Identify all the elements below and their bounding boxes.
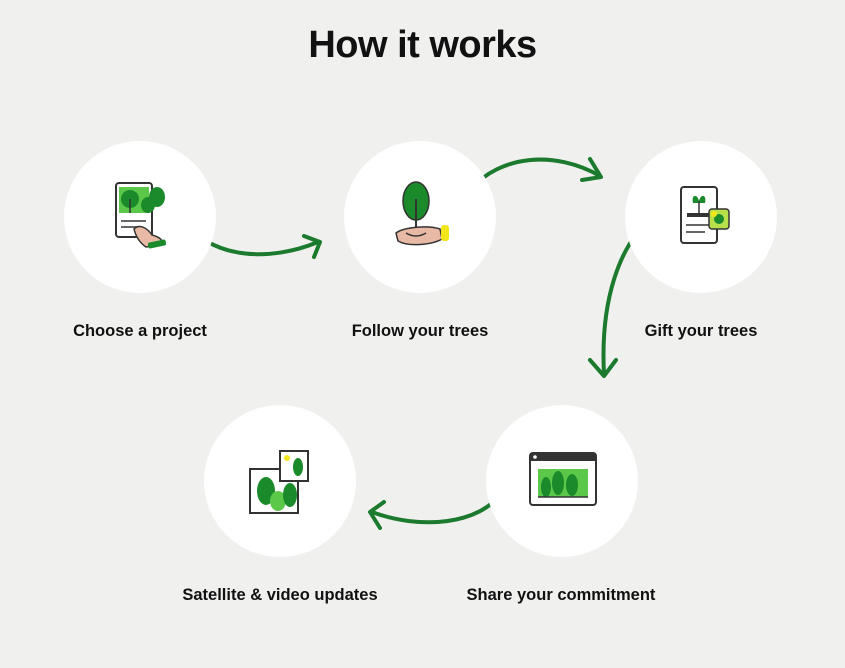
step-label-choose-project: Choose a project bbox=[73, 322, 207, 340]
step-circle-follow-trees bbox=[344, 141, 496, 293]
step-circle-share-commitment bbox=[486, 405, 638, 557]
step-label-follow-trees: Follow your trees bbox=[351, 322, 489, 340]
step-circle-choose-project bbox=[64, 141, 216, 293]
project-card-icon bbox=[115, 182, 167, 249]
step-label-share-commitment: Share your commitment bbox=[466, 586, 656, 604]
hand-holding-tree-icon bbox=[395, 181, 449, 246]
step-label-satellite-updates: Satellite & video updates bbox=[182, 586, 378, 604]
satellite-photos-icon bbox=[249, 450, 309, 514]
step-circle-satellite-updates bbox=[204, 405, 356, 557]
browser-window-icon bbox=[529, 452, 597, 506]
step-label-gift-trees: Gift your trees bbox=[644, 322, 758, 340]
arrow-left bbox=[370, 490, 504, 525]
gift-card-icon bbox=[680, 186, 730, 244]
step-circle-gift-trees bbox=[625, 141, 777, 293]
page-title: How it works bbox=[308, 24, 537, 66]
